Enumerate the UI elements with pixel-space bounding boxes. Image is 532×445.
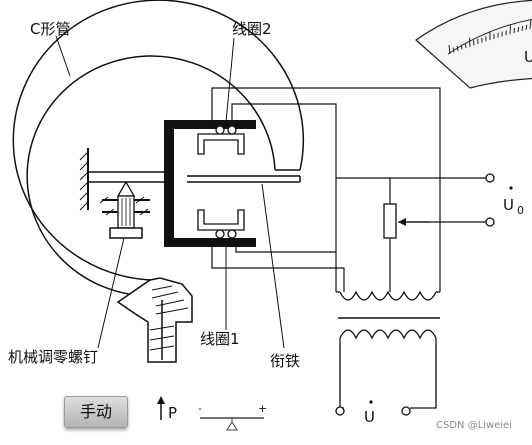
- coil-2: [198, 126, 244, 154]
- coil-1: [198, 210, 244, 238]
- c-tube-label: C形管: [30, 20, 70, 38]
- meter-label: U: [524, 48, 532, 66]
- pressure-slider[interactable]: - +: [198, 402, 267, 430]
- circuit-wiring: [212, 88, 488, 292]
- voltmeter: U: [416, 0, 532, 88]
- slider-minus-label: -: [198, 402, 202, 415]
- watermark: CSDN @Liweiei: [436, 420, 512, 431]
- zero-adjust-screw: [100, 182, 150, 238]
- supply-voltage-label: U: [364, 400, 375, 426]
- pressure-label: P: [168, 404, 177, 422]
- armature-bar: [187, 176, 300, 182]
- transformer: [336, 292, 440, 408]
- pressure-indicator: P: [157, 396, 177, 422]
- coil-2-label: 线圈2: [232, 20, 272, 38]
- output-terminals: [486, 174, 494, 226]
- tube-socket: [118, 278, 192, 362]
- zero-screw-label: 机械调零螺钉: [8, 348, 98, 366]
- potentiometer: [384, 204, 430, 238]
- svg-text:U: U: [364, 408, 375, 426]
- armature-label: 衔铁: [270, 352, 300, 370]
- output-voltage-label: U 0: [503, 186, 524, 217]
- slider-plus-label: +: [258, 402, 267, 415]
- svg-text:0: 0: [517, 204, 524, 217]
- mounting-wall: [80, 148, 88, 210]
- manual-button[interactable]: 手动: [64, 396, 128, 428]
- connecting-rod: [88, 172, 164, 182]
- svg-text:U: U: [503, 196, 514, 214]
- coil-1-label: 线圈1: [200, 330, 240, 348]
